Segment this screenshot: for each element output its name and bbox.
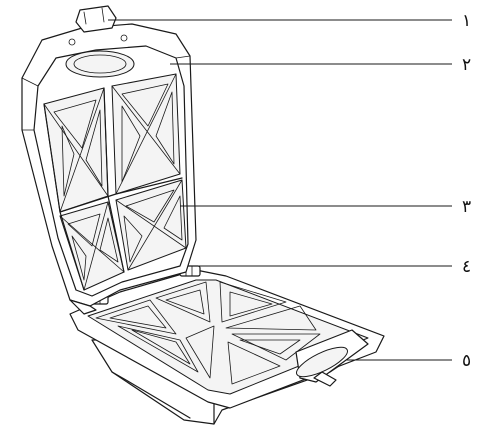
callout-label-5: ٥ (462, 351, 471, 371)
callout-label-3: ٣ (462, 197, 471, 217)
lid-latch (68, 5, 128, 46)
callout-leaders (108, 19, 452, 361)
upper-plates (43, 73, 187, 291)
base-housing (69, 269, 385, 425)
callout-numbers: ١ ٢ ٣ ٤ ٥ (462, 11, 471, 371)
callout-label-1: ١ (462, 11, 471, 31)
callout-label-4: ٤ (462, 257, 471, 277)
callout-label-2: ٢ (462, 55, 471, 75)
